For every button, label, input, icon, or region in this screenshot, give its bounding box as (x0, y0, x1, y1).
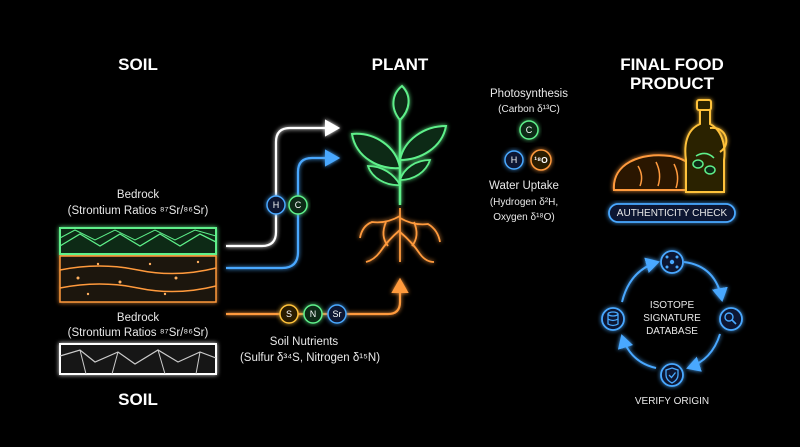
svg-text:¹⁸O: ¹⁸O (534, 155, 548, 165)
database-icon (601, 307, 625, 331)
water-uptake-oxygen: Oxygen δ¹⁸O) (493, 212, 554, 223)
svg-text:C: C (526, 125, 533, 135)
photosynthesis-node-c: C (519, 120, 539, 140)
water-uptake-label: Water Uptake (489, 180, 559, 192)
soil-nutrients-label: Soil Nutrients (270, 336, 339, 348)
plant-roots (359, 208, 441, 263)
bedrock-ratio-mid: (Strontium Ratios ⁸⁷Sr/⁸⁶Sr) (68, 327, 209, 339)
svg-text:Sr: Sr (333, 309, 342, 319)
nutrient-node-sr: Sr (327, 304, 347, 324)
soil-node-c: C (288, 195, 308, 215)
soil-node-h: H (266, 195, 286, 215)
water-node-o: ¹⁸O (530, 149, 552, 171)
soil-profile (59, 227, 217, 375)
verify-origin-label: VERIFY ORIGIN (635, 396, 709, 407)
soil-nutrients-arrow (226, 277, 409, 316)
soil-bedrock-layer (59, 343, 217, 375)
svg-text:H: H (511, 155, 518, 165)
database-label-line1: ISOTOPE (650, 300, 695, 311)
nutrient-node-s: S (279, 304, 299, 324)
magnifier-icon (719, 307, 743, 331)
water-node-h: H (504, 150, 524, 170)
soil-to-plant-white-arrow (226, 119, 341, 248)
nutrient-node-n: N (303, 304, 323, 324)
plant-icon (350, 84, 448, 205)
database-label-line2: SIGNATURE (643, 313, 701, 324)
soil-top-layer (59, 227, 217, 255)
database-label-line3: DATABASE (646, 326, 698, 337)
water-uptake-hydrogen: (Hydrogen δ²H, (490, 197, 558, 208)
svg-text:S: S (286, 309, 292, 319)
product-heading-line1: FINAL FOOD (620, 55, 724, 74)
verification-cycle (617, 257, 728, 372)
svg-text:C: C (295, 200, 302, 210)
svg-text:H: H (273, 200, 280, 210)
bedrock-label-top: Bedrock (117, 189, 159, 201)
soil-nutrients-isotopes: (Sulfur δ³⁴S, Nitrogen δ¹⁵N) (240, 352, 380, 364)
shield-check-icon (660, 363, 684, 387)
olive-oil-bottle-icon (684, 99, 728, 193)
soil-heading-top: SOIL (118, 55, 158, 74)
plant-heading: PLANT (372, 55, 429, 74)
authenticity-check-label: AUTHENTICITY CHECK (617, 208, 728, 219)
bedrock-ratio-top: (Strontium Ratios ⁸⁷Sr/⁸⁶Sr) (68, 205, 209, 217)
soil-heading-bottom: SOIL (118, 390, 158, 409)
authenticity-check-badge (608, 203, 736, 223)
photosynthesis-label: Photosynthesis (490, 88, 568, 100)
svg-text:N: N (310, 309, 317, 319)
bedrock-label-mid: Bedrock (117, 312, 159, 324)
soil-to-plant-blue-arrow (226, 149, 341, 270)
soil-organic-layer (59, 255, 217, 303)
photosynthesis-carbon: (Carbon δ¹³C) (498, 104, 560, 115)
product-heading-line2: PRODUCT (630, 74, 715, 93)
network-icon (660, 250, 684, 274)
